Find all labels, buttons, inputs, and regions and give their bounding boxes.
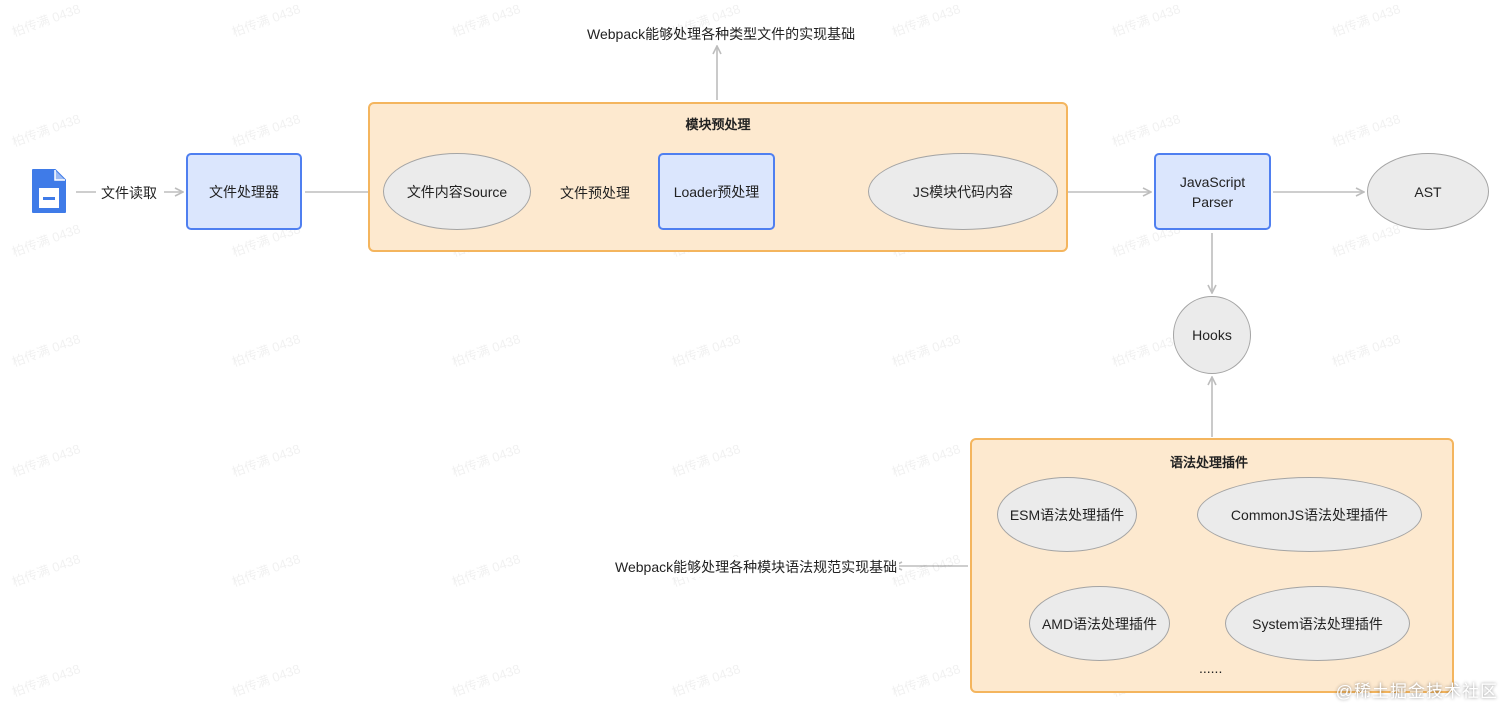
watermark-text: 柏传满 0438 bbox=[889, 1, 963, 40]
javascript-parser-node[interactable]: JavaScript Parser bbox=[1154, 153, 1271, 230]
watermark-text: 柏传满 0438 bbox=[449, 331, 523, 370]
watermark-text: 柏传满 0438 bbox=[889, 551, 963, 590]
watermark-text: 柏传满 0438 bbox=[229, 441, 303, 480]
watermark-text: 柏传满 0438 bbox=[669, 331, 743, 370]
watermark-text: 柏传满 0438 bbox=[9, 1, 83, 40]
content-source-node[interactable]: 文件内容Source bbox=[383, 153, 531, 230]
system-plugin-node[interactable]: System语法处理插件 bbox=[1225, 586, 1410, 661]
watermark-text: 柏传满 0438 bbox=[9, 661, 83, 700]
watermark-text: 柏传满 0438 bbox=[889, 441, 963, 480]
js-content-node[interactable]: JS模块代码内容 bbox=[868, 153, 1058, 230]
watermark-text: 柏传满 0438 bbox=[669, 441, 743, 480]
ast-node[interactable]: AST bbox=[1367, 153, 1489, 230]
watermark-text: 柏传满 0438 bbox=[1329, 1, 1403, 40]
watermark-text: 柏传满 0438 bbox=[449, 551, 523, 590]
syntax-plugins-group: 语法处理插件 bbox=[970, 438, 1454, 693]
watermark-text: 柏传满 0438 bbox=[889, 661, 963, 700]
commonjs-plugin-node[interactable]: CommonJS语法处理插件 bbox=[1197, 477, 1422, 552]
diagram-title: Webpack能够处理各种类型文件的实现基础 bbox=[587, 26, 856, 42]
watermark-text: 柏传满 0438 bbox=[9, 111, 83, 150]
watermark-text: 柏传满 0438 bbox=[229, 551, 303, 590]
syntax-plugins-group-title: 语法处理插件 bbox=[1170, 455, 1249, 470]
watermark-text: 柏传满 0438 bbox=[1109, 1, 1183, 40]
site-watermark: @稀土掘金技术社区 bbox=[1335, 682, 1498, 701]
watermark-text: 柏传满 0438 bbox=[9, 441, 83, 480]
edge-label-read: 文件读取 bbox=[99, 183, 159, 203]
watermark-text: 柏传满 0438 bbox=[9, 331, 83, 370]
watermark-text: 柏传满 0438 bbox=[449, 1, 523, 40]
file-processor-node[interactable]: 文件处理器 bbox=[186, 153, 302, 230]
watermark-text: 柏传满 0438 bbox=[9, 551, 83, 590]
watermark-text: 柏传满 0438 bbox=[1109, 111, 1183, 150]
watermark-text: 柏传满 0438 bbox=[229, 111, 303, 150]
watermark-text: 柏传满 0438 bbox=[1329, 221, 1403, 260]
watermark-text: 柏传满 0438 bbox=[669, 661, 743, 700]
watermark-text: 柏传满 0438 bbox=[229, 661, 303, 700]
watermark-text: 柏传满 0438 bbox=[1109, 331, 1183, 370]
loader-node[interactable]: Loader预处理 bbox=[658, 153, 775, 230]
preprocess-group-title: 模块预处理 bbox=[685, 117, 751, 132]
amd-plugin-node[interactable]: AMD语法处理插件 bbox=[1029, 586, 1170, 661]
bottom-note: Webpack能够处理各种模块语法规范实现基础 bbox=[613, 557, 900, 577]
more-plugins-ellipsis: ...... bbox=[1197, 660, 1225, 676]
watermark-text: 柏传满 0438 bbox=[449, 441, 523, 480]
watermark-text: 柏传满 0438 bbox=[229, 331, 303, 370]
watermark-text: 柏传满 0438 bbox=[229, 1, 303, 40]
watermark-text: 柏传满 0438 bbox=[9, 221, 83, 260]
watermark-text: 柏传满 0438 bbox=[1329, 111, 1403, 150]
edge-label-preprocess: 文件预处理 bbox=[558, 183, 632, 203]
watermark-text: 柏传满 0438 bbox=[449, 661, 523, 700]
esm-plugin-node[interactable]: ESM语法处理插件 bbox=[997, 477, 1137, 552]
hooks-node[interactable]: Hooks bbox=[1173, 296, 1251, 374]
watermark-text: 柏传满 0438 bbox=[889, 331, 963, 370]
watermark-text: 柏传满 0438 bbox=[1329, 331, 1403, 370]
file-icon bbox=[30, 168, 68, 214]
